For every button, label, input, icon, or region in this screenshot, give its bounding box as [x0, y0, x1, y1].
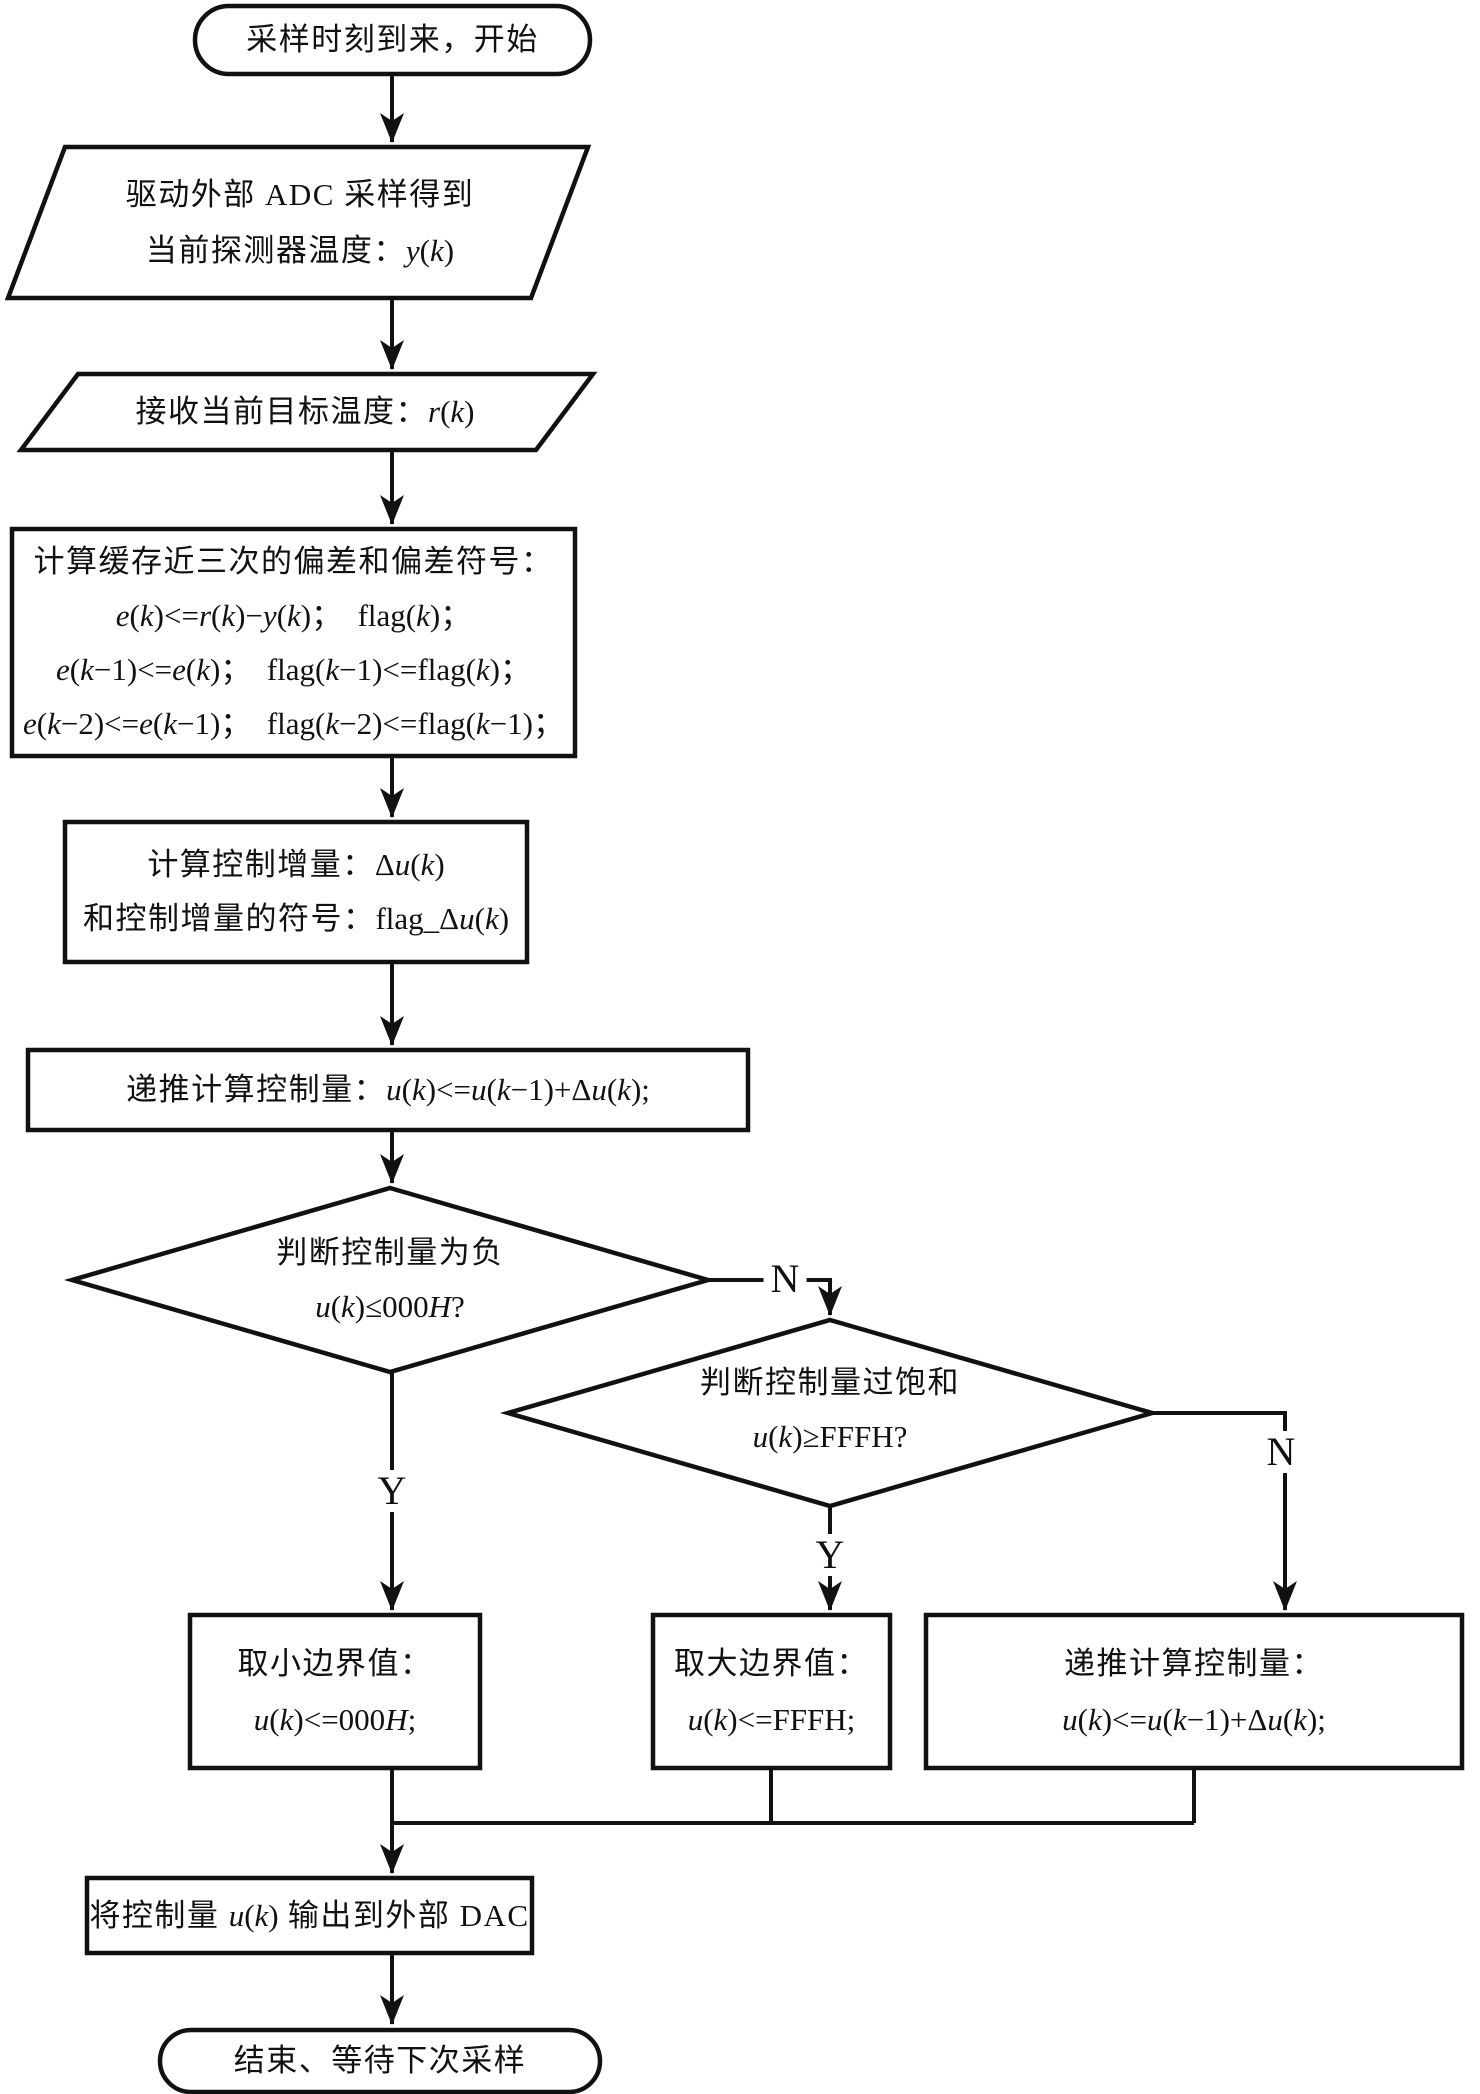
- bound-max-rect-shape: [650, 1612, 893, 1771]
- start-terminal-shape: [192, 3, 593, 77]
- branch-label-no-1: N: [763, 1258, 807, 1300]
- recur2-rect-shape: [923, 1612, 1465, 1771]
- decision-saturated-diamond-shape: [499, 1317, 1161, 1509]
- branch-label-yes-2: Y: [808, 1534, 852, 1576]
- edge-decision1-no: [708, 1278, 842, 1316]
- calc-error-rect-shape: [9, 526, 578, 759]
- incr-rect-shape: [62, 819, 530, 965]
- recur-rect-shape: [25, 1047, 751, 1133]
- adc-parallelogram-shape: [4, 144, 592, 301]
- branch-label-yes-1: Y: [370, 1470, 414, 1512]
- end-terminal-shape: [157, 2027, 603, 2094]
- branch-label-no-2: N: [1259, 1431, 1303, 1473]
- dac-rect-shape: [84, 1875, 535, 1956]
- edge-decision2-no: [1152, 1411, 1297, 1611]
- recv-parallelogram-shape: [16, 371, 598, 453]
- bound-min-rect-shape: [187, 1612, 483, 1771]
- decision-negative-diamond-shape: [63, 1185, 717, 1375]
